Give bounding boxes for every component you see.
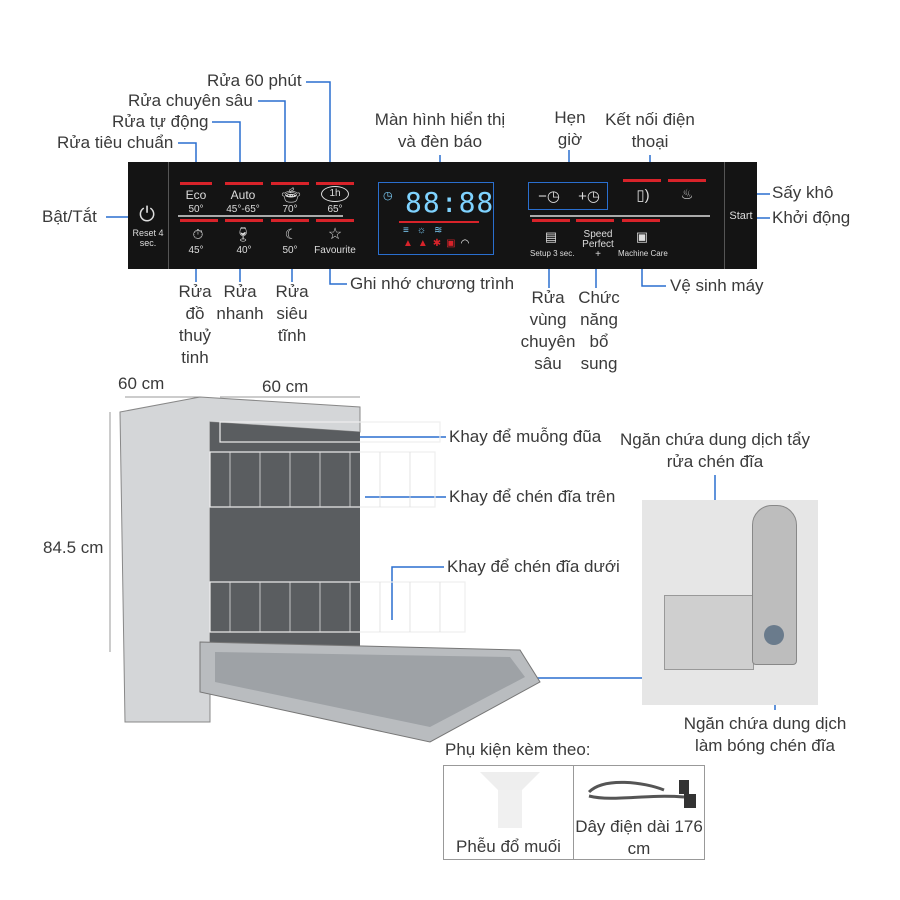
label-eco: Rửa tiêu chuẩn <box>57 133 174 152</box>
label-rinse-aid: Ngăn chứa dung dịch làm bóng chén đĩa <box>683 714 847 755</box>
label-glass: Rửa đồ thuỷ tinh <box>178 282 212 367</box>
dimension-width: 60 cm <box>262 377 309 396</box>
setup-text: Setup 3 sec. <box>530 249 575 258</box>
label-zone: Rửa vùng chuyên sâu <box>520 288 576 373</box>
speed-perfect-button[interactable]: Speed Perfect + <box>582 229 614 260</box>
power-button[interactable]: ⏻ <box>139 204 155 226</box>
label-timer: Hẹn giờ <box>554 108 586 149</box>
stopwatch-1h-icon: 1h <box>321 186 349 202</box>
label-upper-rack: Khay để chén đĩa trên <box>449 487 616 506</box>
machine-care-icon: ▣ <box>635 229 649 244</box>
timer-minus-button[interactable]: −◷ <box>538 188 560 205</box>
label-auto: Rửa tự động <box>112 112 209 131</box>
silent-temp: 50° <box>282 245 298 256</box>
detergent-compartment-image <box>642 500 818 705</box>
quick-temp: 40° <box>236 245 252 256</box>
60min-temp: 65° <box>327 204 343 215</box>
stopwatch-glass-icon: ⏱ <box>192 226 204 242</box>
label-cutlery-tray: Khay để muỗng đũa <box>449 427 602 446</box>
label-quick: Rửa nhanh <box>216 282 264 323</box>
label-lower-rack: Khay để chén đĩa dưới <box>447 557 620 576</box>
silent-icon: ☾ <box>284 226 298 242</box>
dishwasher-image <box>109 396 541 743</box>
auto-name: Auto <box>230 188 256 202</box>
auto-temp: 45°-65° <box>226 204 260 215</box>
label-dry: Sấy khô <box>772 183 834 202</box>
zone-icon: ▤ <box>544 229 558 244</box>
start-button[interactable]: Start <box>729 210 753 222</box>
eco-name: Eco <box>185 188 207 202</box>
label-detergent: Ngăn chứa dung dịch tẩy rửa chén đĩa <box>619 430 810 471</box>
label-intensive: Rửa chuyên sâu <box>128 91 253 110</box>
warning-icons: ▲▲✱▣◠ <box>403 238 475 249</box>
display-screen: ◷ 88:88 ≡☼≋ ▲▲✱▣◠ <box>378 182 494 255</box>
eco-temp: 50° <box>188 204 204 215</box>
dry-icon[interactable]: ♨ <box>680 186 694 202</box>
display-digits: 88:88 <box>405 186 495 219</box>
power-reset-text: Reset 4 sec. <box>132 228 164 248</box>
label-phone: Kết nối điện thoại <box>605 110 695 151</box>
accessories-title: Phụ kiện kèm theo: <box>445 740 591 759</box>
glass-temp: 45° <box>188 245 204 256</box>
timer-plus-button[interactable]: +◷ <box>578 188 600 205</box>
label-favourite: Ghi nhớ chương trình <box>350 274 515 293</box>
accessories-table: Phễu đổ muối Dây điện dài 176 cm <box>443 765 705 860</box>
power-cord-icon <box>587 780 696 808</box>
dimension-depth: 60 cm <box>118 374 165 393</box>
funnel-icon <box>480 772 540 790</box>
machine-care-text: Machine Care <box>618 249 668 258</box>
clock-icon: ◷ <box>383 190 393 202</box>
label-power: Bật/Tắt <box>42 207 97 226</box>
label-speed: Chức năng bổ sung <box>578 288 620 373</box>
phone-connect-icon[interactable]: ▯) <box>636 187 650 204</box>
label-start: Khởi động <box>772 208 851 227</box>
pot-icon: 🍲︎ <box>281 187 301 204</box>
accessory-cord: Dây điện dài 176 cm <box>575 817 703 858</box>
dimension-height: 84.5 cm <box>43 538 104 557</box>
accessory-funnel: Phễu đổ muối <box>456 837 561 856</box>
label-display: Màn hình hiển thị và đèn báo <box>374 110 506 151</box>
intensive-temp: 70° <box>282 204 298 215</box>
wineglass-icon: 🍷︎ <box>234 226 252 242</box>
label-60min: Rửa 60 phút <box>207 71 302 90</box>
indicator-icons: ≡☼≋ <box>403 225 451 236</box>
label-care: Vệ sinh máy <box>670 276 764 295</box>
favourite-text: Favourite <box>314 245 356 256</box>
label-silent: Rửa siêu tĩnh <box>275 282 309 345</box>
star-icon: ☆ <box>327 226 343 243</box>
